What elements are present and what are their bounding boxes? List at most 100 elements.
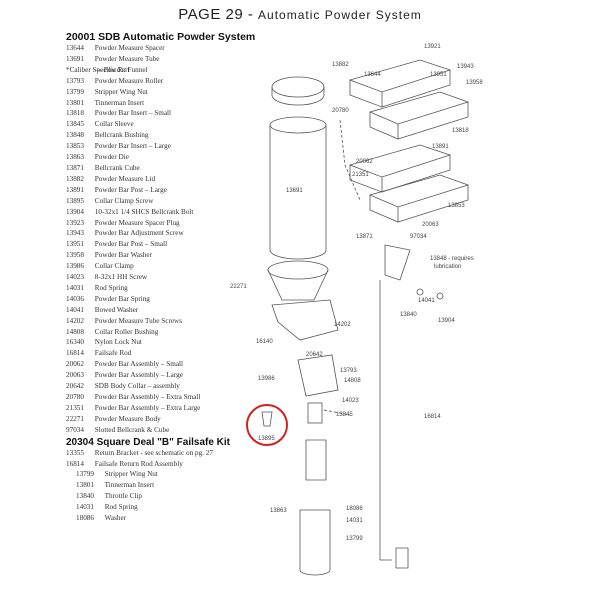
part-row: 16814 Failsafe Rod (66, 348, 256, 359)
part-description: Washer (104, 514, 127, 523)
part-description: Powder Bar Post – Small (94, 240, 168, 249)
part-number: 13799 (76, 470, 94, 479)
callout-13691: 13691 (286, 188, 303, 194)
part-number: 20063 (66, 371, 84, 380)
part-description: Failsafe Return Rod Assembly (94, 459, 183, 468)
part-row: 14031 Rod Spring (66, 502, 256, 513)
part-number: 97034 (66, 425, 84, 434)
collar-screw (261, 411, 273, 427)
part-row: 97034 Slotted Bellcrank & Cube (66, 425, 256, 436)
part-description: Return Bracket - see schematic on pg. 27 (94, 448, 213, 457)
part-number: 13799 (66, 87, 84, 96)
powder-die (299, 509, 331, 576)
part-description: 8-32x1 HH Screw (94, 273, 148, 282)
part-description: Powder Bar Adjustment Screw (94, 229, 184, 238)
callout-13904: 13904 (438, 318, 455, 324)
part-description: Powder Measure Body (94, 414, 161, 423)
callout-20780: 20780 (332, 108, 349, 114)
lid-shape (271, 76, 325, 98)
part-description: Stripper Wing Nut (104, 470, 158, 479)
part-row: 13882 Powder Measure Lid (66, 174, 256, 185)
part-row: 13848 Bellcrank Bushing (66, 130, 256, 141)
callout-20642: 20642 (306, 352, 323, 358)
part-row: 13840 Throttle Clip (66, 491, 256, 502)
part-row: 13799 Stripper Wing Nut (66, 469, 256, 480)
part-number: 13923 (66, 218, 84, 227)
part-number: 13801 (76, 481, 94, 490)
part-number: 13958 (66, 251, 84, 260)
part-number: 16340 (66, 338, 84, 347)
part-description: Collar Clamp Screw (94, 196, 154, 205)
part-description: Powder Bar Assembly – Extra Large (94, 403, 201, 412)
part-number: 20780 (66, 393, 84, 401)
part-number: 14202 (66, 316, 84, 325)
callout-22271: 22271 (230, 284, 247, 290)
part-number: 14031 (76, 503, 94, 512)
part-number: 13853 (66, 142, 84, 151)
part-description: Collar Roller Bushing (94, 327, 159, 336)
callout-13895: 13895 (258, 436, 275, 442)
part-row: 13951 Powder Bar Post – Small (66, 239, 256, 250)
part-number: 14031 (66, 283, 84, 292)
part-row: 13355 Return Bracket - see schematic on … (66, 448, 256, 459)
callout-13845: 13845 (336, 412, 353, 418)
part-number: 13355 (66, 448, 84, 457)
part-number: 21351 (66, 403, 84, 412)
part-row: *Caliber Specific Part — Powder Funnel (66, 65, 256, 76)
part-number: 20642 (66, 382, 84, 391)
part-row: 14041 Bowed Washer (66, 305, 256, 316)
part-number: 14023 (66, 273, 84, 282)
collar-shape (297, 354, 339, 397)
part-description: Powder Bar Insert – Small (94, 109, 172, 118)
part-number: 13848 (66, 131, 84, 140)
section-title: 20304 Square Deal "B" Failsafe Kit (66, 436, 230, 448)
part-row: 16340 Nylon Lock Nut (66, 337, 256, 348)
part-description: Slotted Bellcrank & Cube (94, 425, 170, 434)
part-row: 13958 Powder Bar Washer (66, 250, 256, 261)
callout-13793: 13793 (340, 368, 357, 374)
callout-13986: 13986 (258, 376, 275, 382)
callout-14023: 14023 (342, 398, 359, 404)
part-row: 13923 Powder Measure Spacer Plug (66, 218, 256, 229)
part-row: 20642 SDB Body Collar – assembly (66, 381, 256, 392)
part-number: 13904 (66, 207, 84, 216)
page-number: PAGE 29 (178, 6, 244, 23)
callout-13818: 13818 (452, 128, 469, 134)
part-number: 13951 (66, 240, 84, 249)
part-number: 22271 (66, 414, 84, 423)
part-number: 13891 (66, 185, 84, 194)
part-description: Powder Bar Washer (94, 251, 152, 260)
callout-18086: 18086 (346, 506, 363, 512)
part-description: Powder Measure Spacer (94, 44, 165, 52)
part-row: 13943 Powder Bar Adjustment Screw (66, 228, 256, 239)
page-title: PAGE 29 - Automatic Powder System (0, 6, 600, 23)
callout-21351: 21351 (352, 172, 369, 178)
callout-16140: 16140 (256, 339, 273, 345)
part-row: 20780 Powder Bar Assembly – Extra Small (66, 392, 256, 403)
part-description: Powder Bar Assembly – Large (94, 371, 183, 380)
callout-14202: 14202 (334, 322, 351, 328)
part-description: Failsafe Rod (94, 349, 132, 358)
part-row: 20062 Powder Bar Assembly – Small (66, 359, 256, 370)
part-number: 13644 (66, 44, 84, 52)
part-row: 13818 Powder Bar Insert – Small (66, 108, 256, 119)
part-number: 13863 (66, 153, 84, 162)
part-description: Powder Die (94, 153, 129, 162)
callout-13958: 13958 (466, 80, 483, 86)
part-number: 13818 (66, 109, 84, 118)
part-description: Bellcrank Cube (94, 163, 140, 172)
part-description: Powder Bar Insert – Large (94, 142, 171, 151)
part-row: 13986 Collar Clamp (66, 261, 256, 272)
part-row: 20063 Powder Bar Assembly – Large (66, 370, 256, 381)
part-description: Bowed Washer (94, 305, 139, 314)
part-row: 21351 Powder Bar Assembly – Extra Large (66, 403, 256, 414)
part-number: 13793 (66, 76, 84, 85)
callout-13921: 13921 (424, 44, 441, 50)
part-description: Powder Measure Roller (94, 76, 164, 85)
tube-body (269, 125, 327, 260)
callout-14031: 14031 (346, 518, 363, 524)
callout-20063: 20063 (422, 222, 439, 228)
tube-top (269, 116, 327, 134)
callout-97034: 97034 (410, 234, 427, 240)
